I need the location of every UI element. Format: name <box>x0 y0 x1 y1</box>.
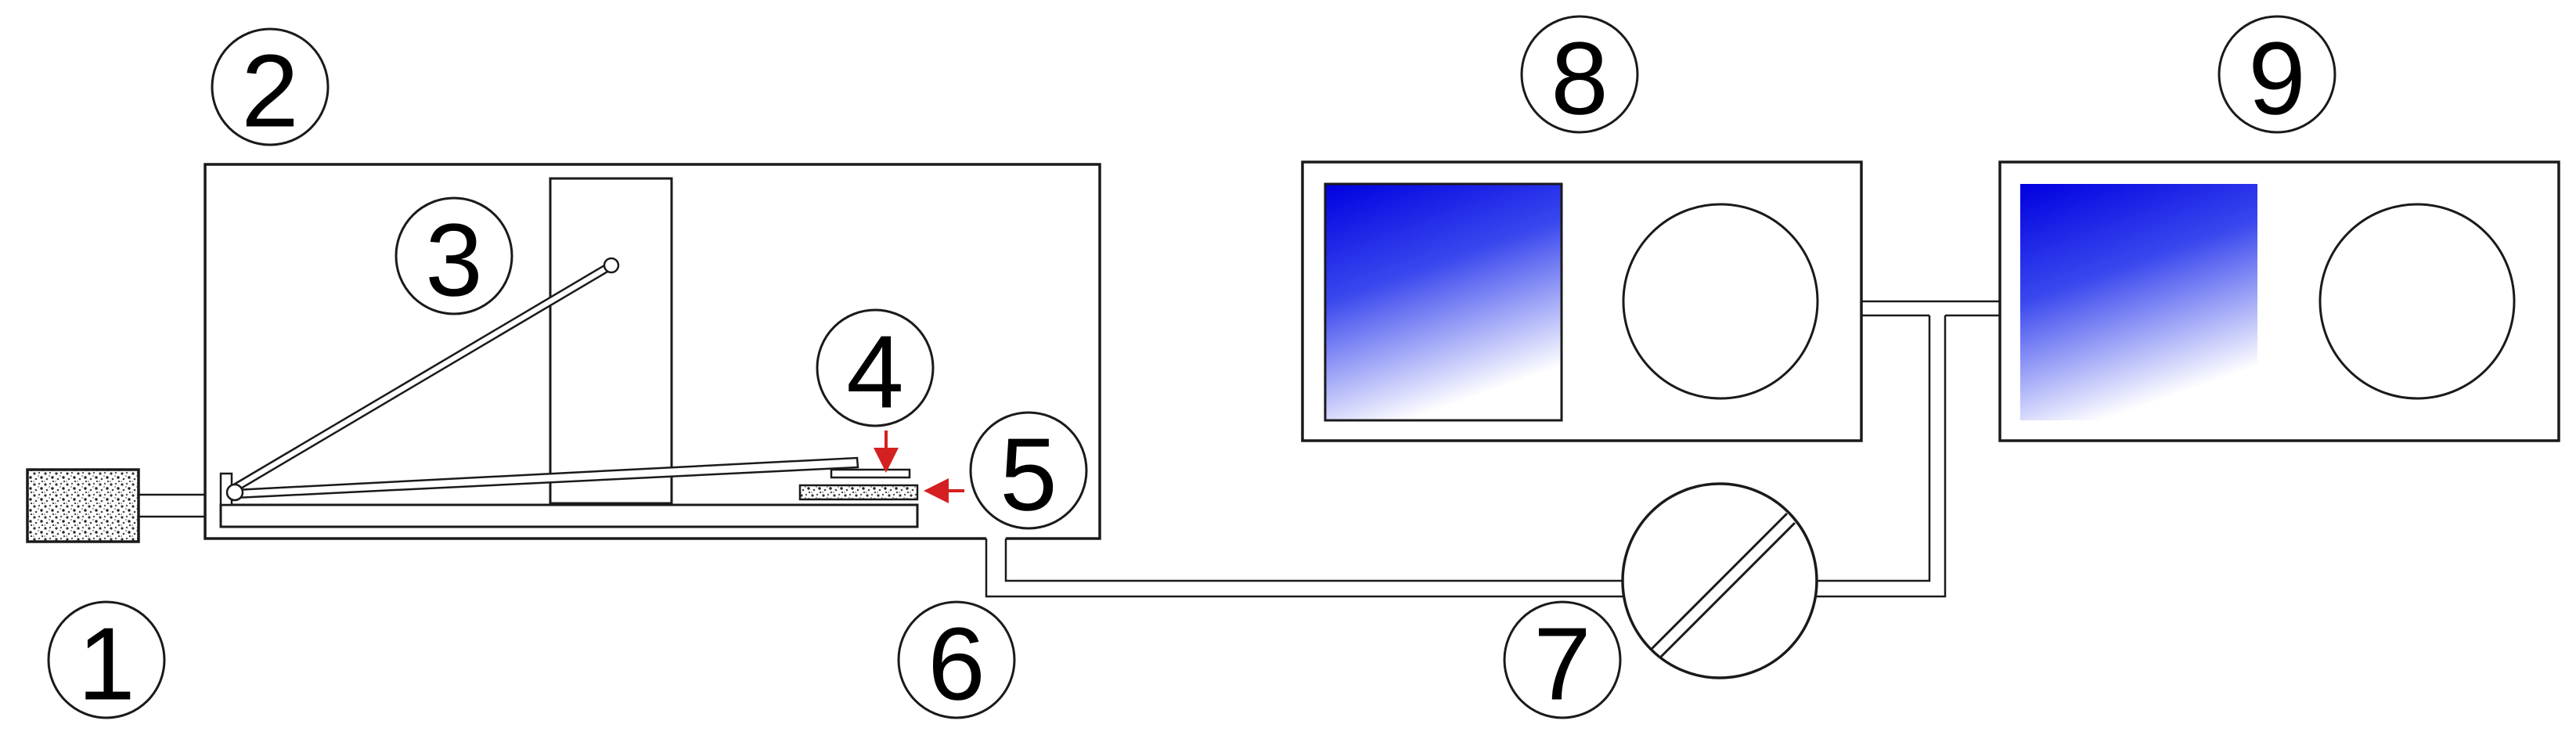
label-8: 8 <box>1520 15 1639 136</box>
analyzer-1 <box>1301 160 1863 442</box>
label-5: 5 <box>969 411 1088 532</box>
base-plate <box>219 472 919 528</box>
inlet-pipe <box>139 493 205 518</box>
label-8-text: 8 <box>1551 21 1608 136</box>
analyzer-2-display <box>2020 184 2257 420</box>
main-chamber <box>204 163 1101 540</box>
valve <box>1621 482 1818 679</box>
outlet-pipe <box>985 539 1627 598</box>
label-2: 2 <box>211 27 330 149</box>
analyzer-2-dial <box>2318 203 2516 400</box>
contact-plate <box>830 468 911 479</box>
lever-arm <box>225 456 859 502</box>
analyzer-1-display <box>1324 182 1563 422</box>
filter-block <box>26 468 140 543</box>
label-7-text: 7 <box>1533 607 1591 722</box>
label-7: 7 <box>1503 600 1622 722</box>
analyzer-2 <box>1998 160 2560 442</box>
label-6-text: 6 <box>928 607 985 722</box>
valve-to-analyzers-pipe <box>1816 300 2000 598</box>
label-2-text: 2 <box>241 34 298 149</box>
label-1: 1 <box>47 600 166 722</box>
label-5-text: 5 <box>1000 417 1057 532</box>
label-4: 4 <box>816 308 935 430</box>
label-1-text: 1 <box>77 607 135 722</box>
sample-strip <box>798 484 919 501</box>
label-9: 9 <box>2218 15 2336 136</box>
label-9-text: 9 <box>2248 21 2305 136</box>
label-3-text: 3 <box>425 203 482 318</box>
vertical-column <box>549 177 673 505</box>
label-3: 3 <box>395 196 513 318</box>
label-6: 6 <box>897 600 1016 722</box>
analyzer-1-dial <box>1622 203 1819 400</box>
label-4-text: 4 <box>846 315 903 430</box>
